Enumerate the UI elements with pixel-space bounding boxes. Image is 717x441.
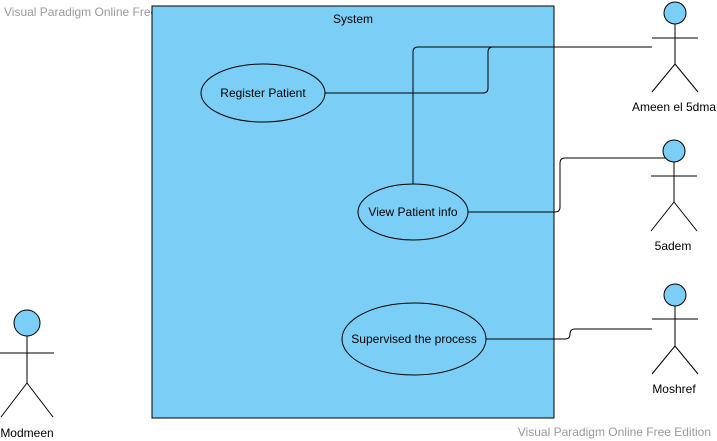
use-case-supervised-process[interactable]: Supervised the process [341, 302, 487, 376]
association-supervise-moshref[interactable] [486, 328, 652, 340]
watermark-top: Visual Paradigm Online Free Edition [4, 5, 197, 19]
actor-ameen[interactable]: Ameen el 5dma [632, 1, 716, 114]
association-view-ameen[interactable] [412, 46, 652, 185]
actor-moshref-label: Moshref [652, 382, 696, 396]
use-case-register-patient-label: Register Patient [220, 86, 306, 100]
actor-modmeen-left-leg [0, 382, 28, 418]
actor-ameen-right-leg [674, 63, 699, 93]
actor-ameen-head [663, 1, 687, 25]
actor-ameen-label: Ameen el 5dma [632, 100, 716, 114]
use-case-view-patient-info[interactable]: View Patient info [357, 183, 469, 241]
use-case-register-patient[interactable]: Register Patient [200, 63, 326, 123]
actor-5adem[interactable]: 5adem [650, 139, 698, 253]
association-view-5adem[interactable] [468, 157, 682, 213]
actor-ameen-left-leg [651, 63, 676, 93]
actor-5adem-left-leg [650, 201, 675, 232]
actor-5adem-label: 5adem [655, 239, 692, 253]
actor-modmeen-label: Modmeen [0, 426, 53, 440]
actor-moshref-head [663, 283, 687, 307]
use-case-view-patient-info-shape [357, 183, 469, 241]
use-case-view-patient-info-label: View Patient info [368, 205, 457, 219]
actor-modmeen[interactable]: Modmeen [0, 309, 54, 440]
use-case-register-patient-shape [200, 63, 326, 123]
actor-moshref[interactable]: Moshref [651, 283, 699, 396]
actor-5adem-head [662, 139, 686, 163]
use-case-supervised-process-shape [341, 302, 487, 376]
use-case-supervised-process-label: Supervised the process [351, 332, 476, 346]
watermark-bottom: Visual Paradigm Online Free Edition [518, 425, 711, 439]
actor-modmeen-right-leg [26, 382, 54, 418]
actor-moshref-right-leg [674, 345, 699, 375]
actor-modmeen-head [13, 309, 41, 337]
system-title: System [333, 12, 373, 26]
actor-moshref-left-leg [651, 345, 676, 375]
actor-5adem-right-leg [673, 201, 698, 232]
